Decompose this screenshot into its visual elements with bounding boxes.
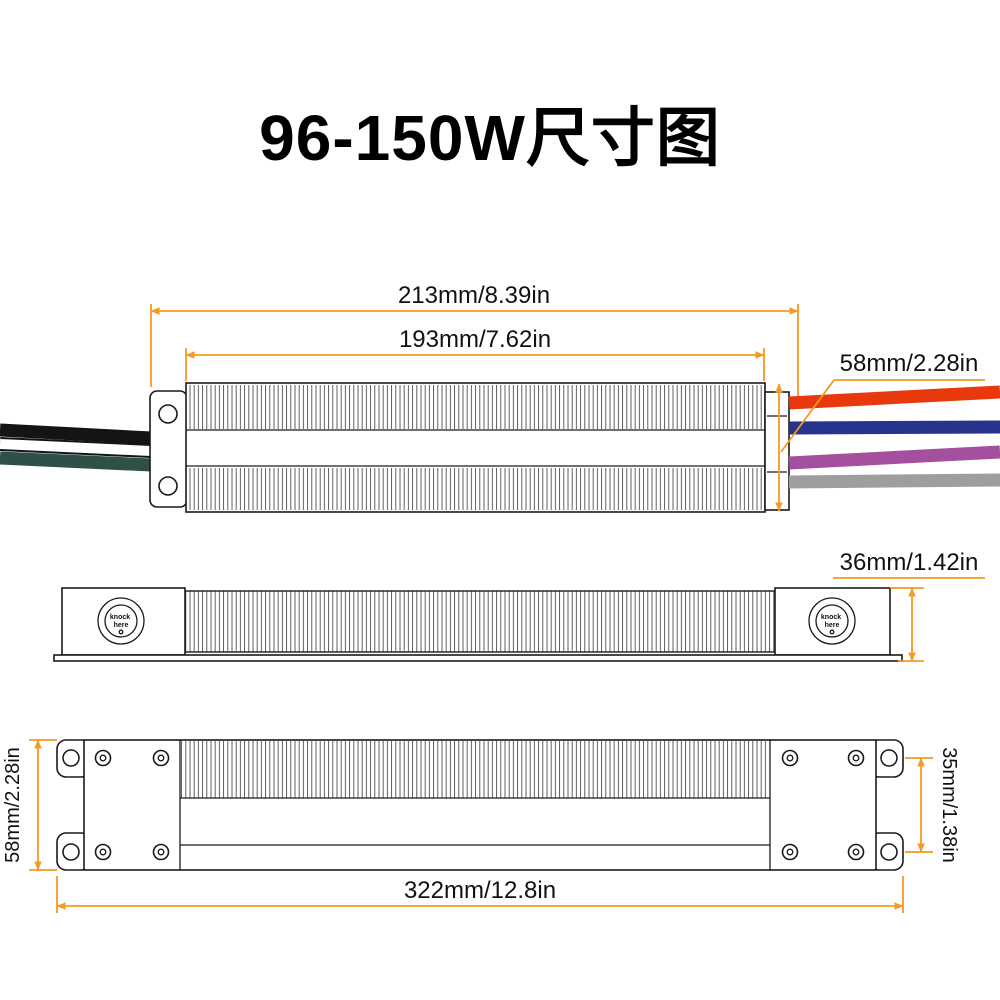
- knockout-outer: [97, 597, 145, 645]
- screw-icon: [94, 843, 112, 861]
- wire-purple: [788, 445, 1000, 470]
- mounting-bracket: [149, 390, 188, 508]
- knockout-dot: [829, 629, 835, 635]
- bottom-view: 58mm/2.28in 35mm/1.38in 322mm/12.8in: [2, 739, 960, 913]
- dimension-label: 322mm/12.8in: [404, 877, 556, 904]
- input-wires: [0, 423, 152, 472]
- ribs-lower: [188, 468, 763, 510]
- wire-white: [0, 439, 152, 456]
- knockout-label: knock here: [110, 614, 132, 629]
- output-connector: [764, 391, 790, 511]
- mounting-hole: [62, 843, 80, 861]
- right-end-cap: knock here: [774, 587, 891, 656]
- wire-black: [0, 423, 152, 445]
- side-view: knock here knock here 36mm/1.42in: [53, 549, 985, 662]
- page-title: 96-150W尺寸图: [259, 102, 721, 174]
- knockout-inner: [815, 604, 849, 638]
- leader-line: [780, 379, 835, 453]
- knockout-dot: [118, 629, 124, 635]
- left-end-cap: knock here: [61, 587, 186, 656]
- base-flange: [53, 654, 903, 662]
- dimension-label: 193mm/7.62in: [399, 326, 551, 353]
- mounting-hole: [880, 749, 898, 767]
- dim-height: 36mm/1.42in: [833, 549, 985, 662]
- knockout: knock here: [97, 597, 145, 645]
- screw-icon: [781, 749, 799, 767]
- mounting-hole: [158, 476, 178, 496]
- mounting-hole: [880, 843, 898, 861]
- ribbed-body-side: [184, 590, 776, 653]
- dim-width-left: 58mm/2.28in: [2, 739, 57, 871]
- screw-icon: [847, 749, 865, 767]
- mounting-ears: [56, 739, 904, 871]
- mounting-hole: [158, 404, 178, 424]
- output-wires: [788, 385, 1000, 489]
- ribs-upper: [188, 385, 763, 429]
- knockout-inner: [104, 604, 138, 638]
- connector-block: [764, 391, 790, 511]
- wire-red: [788, 385, 1000, 410]
- dim-width: 58mm/2.28in: [775, 350, 985, 512]
- dim-overall-length-bottom: 322mm/12.8in: [56, 876, 904, 913]
- dim-overall-length: 213mm/8.39in: [150, 282, 799, 396]
- mounting-hole: [62, 749, 80, 767]
- screw-icon: [152, 749, 170, 767]
- screw-icon: [781, 843, 799, 861]
- dimension-label: 58mm/2.28in: [840, 350, 979, 377]
- center-ribbed-section: [179, 740, 771, 870]
- dim-mounting-right: 35mm/1.38in: [905, 747, 960, 863]
- dim-body-length: 193mm/7.62in: [185, 326, 765, 381]
- wire-blue: [788, 420, 1000, 435]
- screw-icon: [847, 843, 865, 861]
- top-view: 213mm/8.39in 193mm/7.62in: [0, 282, 1000, 513]
- cover-screws: [94, 749, 865, 861]
- screw-icon: [94, 749, 112, 767]
- dimension-label: 35mm/1.38in: [938, 747, 960, 863]
- ear-holes: [62, 749, 898, 861]
- screw-icon: [152, 843, 170, 861]
- dimension-label: 36mm/1.42in: [840, 549, 979, 576]
- knockout-outer: [808, 597, 856, 645]
- driver-body-top: [185, 382, 766, 513]
- knockout-label: knock here: [821, 614, 843, 629]
- ribs-front: [181, 741, 769, 798]
- dimension-label: 213mm/8.39in: [398, 282, 550, 309]
- knockout: knock here: [808, 597, 856, 645]
- wire-green: [0, 451, 152, 472]
- dimension-label: 58mm/2.28in: [2, 747, 24, 863]
- wire-gray: [788, 473, 1000, 489]
